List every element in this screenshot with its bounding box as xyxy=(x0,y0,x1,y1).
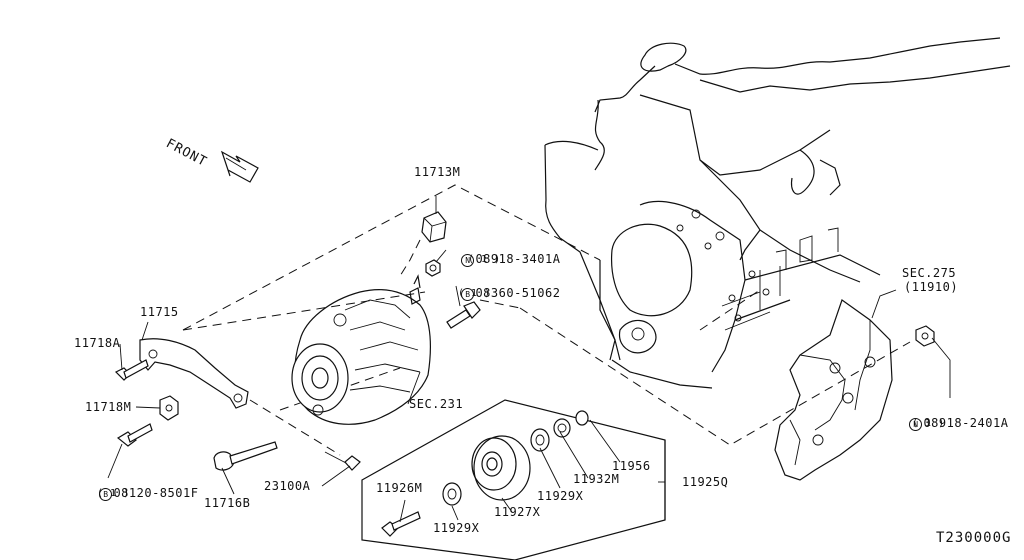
label-11926m: 11926M xyxy=(376,481,423,495)
label-11718m: 11718M xyxy=(85,400,132,414)
bolt-11926m xyxy=(381,511,421,537)
front-arrow-icon xyxy=(220,150,259,183)
part-number: 08360-51062 xyxy=(475,286,561,300)
engine-block xyxy=(544,37,1011,389)
diagram-id: T230000G xyxy=(936,530,1012,546)
label-11929x-b: 11929X xyxy=(537,489,584,503)
part-number: 08918-3401A xyxy=(475,252,561,266)
bolt-symbol-icon: B xyxy=(461,288,475,301)
bolt-11718a xyxy=(114,359,149,381)
label-11956: 11956 xyxy=(612,459,651,473)
label-11715: 11715 xyxy=(140,305,179,319)
bolt-symbol-icon: B xyxy=(99,488,113,501)
qty-08918-3401a: ( 1 ) xyxy=(468,254,501,265)
label-11713m: 11713M xyxy=(414,165,461,179)
label-11932m: 11932M xyxy=(573,472,620,486)
label-11929x-a: 11929X xyxy=(433,521,480,535)
washer-parts xyxy=(442,410,589,506)
bolt-08120 xyxy=(116,423,153,447)
part-number: 08120-8501F xyxy=(113,486,199,500)
label-sec231: SEC.231 xyxy=(409,397,464,411)
label-sec275-sub: (11910) xyxy=(904,280,959,294)
nut-symbol-icon: N xyxy=(909,418,923,431)
part-number: 08918-2401A xyxy=(923,416,1009,430)
nut-part xyxy=(425,259,441,277)
qty-08120-8501f: ( 1 ) xyxy=(97,488,130,499)
adjusting-bar xyxy=(139,338,249,409)
label-11927x: 11927X xyxy=(494,505,541,519)
nut-symbol-icon: N xyxy=(461,254,475,267)
alternator xyxy=(291,274,431,425)
leader-lines xyxy=(107,196,951,523)
idler-pulley xyxy=(471,435,531,501)
bolt-part xyxy=(446,301,481,329)
bolt-23100a xyxy=(324,451,361,471)
nut-08918-2401a xyxy=(915,325,935,347)
spacer-block xyxy=(421,211,447,243)
qty-08360-51062: ( 1 ) xyxy=(458,288,491,299)
label-11716b: 11716B xyxy=(204,496,251,510)
idler-kit-box xyxy=(361,399,666,560)
bolt-11716b xyxy=(213,441,278,471)
label-11925q: 11925Q xyxy=(682,475,729,489)
label-23100a: 23100A xyxy=(264,479,311,493)
qty-08918-2401a: ( 1 ) xyxy=(912,418,945,429)
label-11718a: 11718A xyxy=(74,336,121,350)
nut-11718m xyxy=(159,395,179,421)
label-sec275: SEC.275 xyxy=(902,266,957,280)
dashed-guide-lines xyxy=(182,184,911,456)
compressor-bracket xyxy=(774,299,893,481)
